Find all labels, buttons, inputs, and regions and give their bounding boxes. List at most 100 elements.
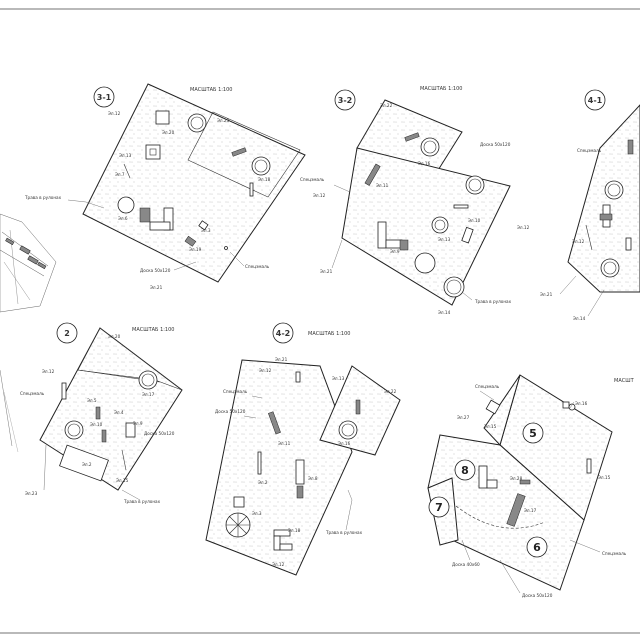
- plan-3-1-label: Трава в рулонах: [24, 195, 62, 200]
- plan-3-1-inner-zone: [187, 111, 301, 198]
- plan-3-2-number-circle: [334, 89, 356, 111]
- plan-4-1: 4-1 Спецэмаль Эл.12 Эл.21 Эл.14: [540, 89, 640, 321]
- plan-5-8-label: Эл.15: [598, 475, 611, 480]
- plan-4-2: 4-2 МАСШТАБ 1:100 Эл.21 Эл.12 Эл.13 Спец…: [205, 322, 401, 576]
- plan-3-2-number: 3-2: [338, 96, 352, 105]
- plan-4-2-label: Эл.2: [258, 480, 268, 485]
- plan-4-2-label: Эл.12: [272, 562, 285, 567]
- plan-3-2-element: [404, 132, 420, 142]
- plan-4-2-label: Эл.18: [288, 528, 301, 533]
- plan-5-8-element: [506, 493, 526, 527]
- plan-3-1-label: Эл.12: [108, 111, 121, 116]
- plan-2: 2 МАСШТАБ 1:100 Эл.20 Эл.12 Спецэмаль Эл…: [20, 322, 183, 504]
- plan-2-label: Спецэмаль: [20, 391, 45, 396]
- plan-4-1-label: Эл.12: [572, 239, 585, 244]
- plan-3-2-label: Эл.12: [517, 225, 530, 230]
- plan-4-1-tree-icon: [600, 258, 620, 278]
- plan-4-2-element: [273, 529, 291, 537]
- plan-2-number: 2: [64, 329, 70, 338]
- plan-3-1-element: [155, 110, 170, 125]
- plan-4-2-label: Эл.11: [278, 441, 291, 446]
- plan-3-2-element: [364, 163, 381, 186]
- plan-2-element: [125, 422, 136, 438]
- plan-3-2-tree-icon: [420, 137, 440, 157]
- plan-3-1-label: Эл.19: [189, 247, 202, 252]
- plan-4-2-number-circle: [272, 322, 294, 344]
- plan-4-1-number: 4-1: [588, 96, 603, 105]
- plan-4-2-element: [268, 411, 281, 435]
- plan-3-1-tree-icon: [187, 113, 207, 133]
- plan-3-2-label: Эл.11: [376, 183, 389, 188]
- plan-4-2-label: Эл.13: [332, 376, 345, 381]
- plan-3-1-label: Эл.21: [150, 285, 163, 290]
- plan-5-8: МАСШТ 5 8 7 6 Спецэмаль Эл.16: [427, 374, 635, 598]
- plan-4-1-tree-icon: [604, 180, 624, 200]
- plan-2-label: Эл.20: [108, 334, 121, 339]
- plan-4-2-element: [355, 399, 361, 415]
- plan-3-1: 3-1 МАСШТАБ 1:100 Эл.12 Эл.20 Эл.23 Эл.1…: [24, 83, 306, 290]
- plan-3-1-element: [184, 235, 197, 247]
- plan-4-1-element: [627, 139, 634, 155]
- plan-5-8-label: Эл.28: [510, 476, 523, 481]
- plan-3-1-number: 3-1: [97, 93, 112, 102]
- plan-2-label: Эл.4: [114, 410, 124, 415]
- plan-4-2-label: Эл.3: [252, 511, 262, 516]
- plan-4-2-scale: МАСШТАБ 1:100: [308, 331, 350, 337]
- plan-3-2-area: [341, 147, 511, 306]
- svg-text:5: 5: [529, 427, 537, 440]
- plan-5-8-label: Эл.27: [457, 415, 470, 420]
- plan-3-1-label: Эл.20: [162, 130, 175, 135]
- plan-2-element: [95, 406, 101, 420]
- plan-2-number-circle: [56, 322, 78, 344]
- plan-3-2-label: Эл.16: [418, 161, 431, 166]
- plan-3-2-scale: МАСШТАБ 1:100: [420, 86, 462, 92]
- plan-3-1-label: Эл.7: [115, 172, 125, 177]
- plan-5-8-label: Эл.17: [524, 508, 537, 513]
- left-fragment: [0, 213, 57, 453]
- plan-4-2-element: [295, 459, 305, 485]
- plan-3-2: 3-2 МАСШТАБ 1:100 Эл.22 Эл.11 Эл.16 Доск…: [300, 86, 530, 315]
- zone-tag-7: 7: [428, 496, 450, 518]
- plan-2-scale: МАСШТАБ 1:100: [132, 327, 174, 333]
- plan-2-label: Эл.15: [116, 478, 129, 483]
- plan-2-label: Доска 50х120: [144, 431, 175, 436]
- plan-4-1-label: Эл.21: [540, 292, 553, 297]
- plan-3-1-label: Эл.3: [201, 228, 211, 233]
- plan-4-2-label: Эл.8: [308, 476, 318, 481]
- plan-2-label: Трава в рулонах: [123, 499, 161, 504]
- plan-2-tree-icon: [64, 420, 84, 440]
- zone-tag-6: 6: [526, 536, 548, 558]
- zone-tag-5: 5: [522, 422, 544, 444]
- plan-3-1-label: Эл.13: [119, 153, 132, 158]
- plan-3-1-element: [139, 207, 151, 223]
- plan-3-1-tree-icon: [251, 156, 271, 176]
- plan-3-2-label: Эл.12: [313, 193, 326, 198]
- plan-5-8-label: Доска 50х120: [522, 593, 553, 598]
- svg-text:6: 6: [533, 541, 541, 554]
- plan-3-1-element: [198, 220, 209, 231]
- plan-3-2-element: [461, 226, 474, 244]
- plan-3-2-label: Эл.10: [468, 218, 481, 223]
- plan-4-2-label: Эл.12: [259, 368, 272, 373]
- plan-3-1-area: [82, 83, 306, 283]
- svg-text:7: 7: [435, 501, 443, 514]
- plan-3-2-label: Эл.21: [320, 269, 333, 274]
- plan-5-8-upper-zone: [483, 374, 521, 446]
- plan-4-2-element: [233, 496, 245, 508]
- plan-3-1-label: Доска 50х120: [140, 268, 171, 273]
- plan-4-2-label: Эл.22: [384, 389, 397, 394]
- plan-2-label: Эл.12: [42, 369, 55, 374]
- plan-3-1-number-circle: [93, 86, 115, 108]
- plan-4-2-number: 4-2: [276, 329, 290, 338]
- plan-2-label: Эл.5: [87, 398, 97, 403]
- plan-5-8-label: Эл.16: [575, 401, 588, 406]
- plan-3-2-label: Эл.9: [390, 249, 400, 254]
- plan-3-1-label: Эл.18: [258, 177, 271, 182]
- plan-3-2-tree-icon: [431, 216, 449, 234]
- plan-3-2-label: Спецэмаль: [300, 177, 325, 182]
- plan-5-8-scale: МАСШТ: [614, 378, 635, 384]
- plan-2-label: Эл.10: [90, 422, 103, 427]
- plan-5-8-label: Доска 40х60: [452, 562, 480, 567]
